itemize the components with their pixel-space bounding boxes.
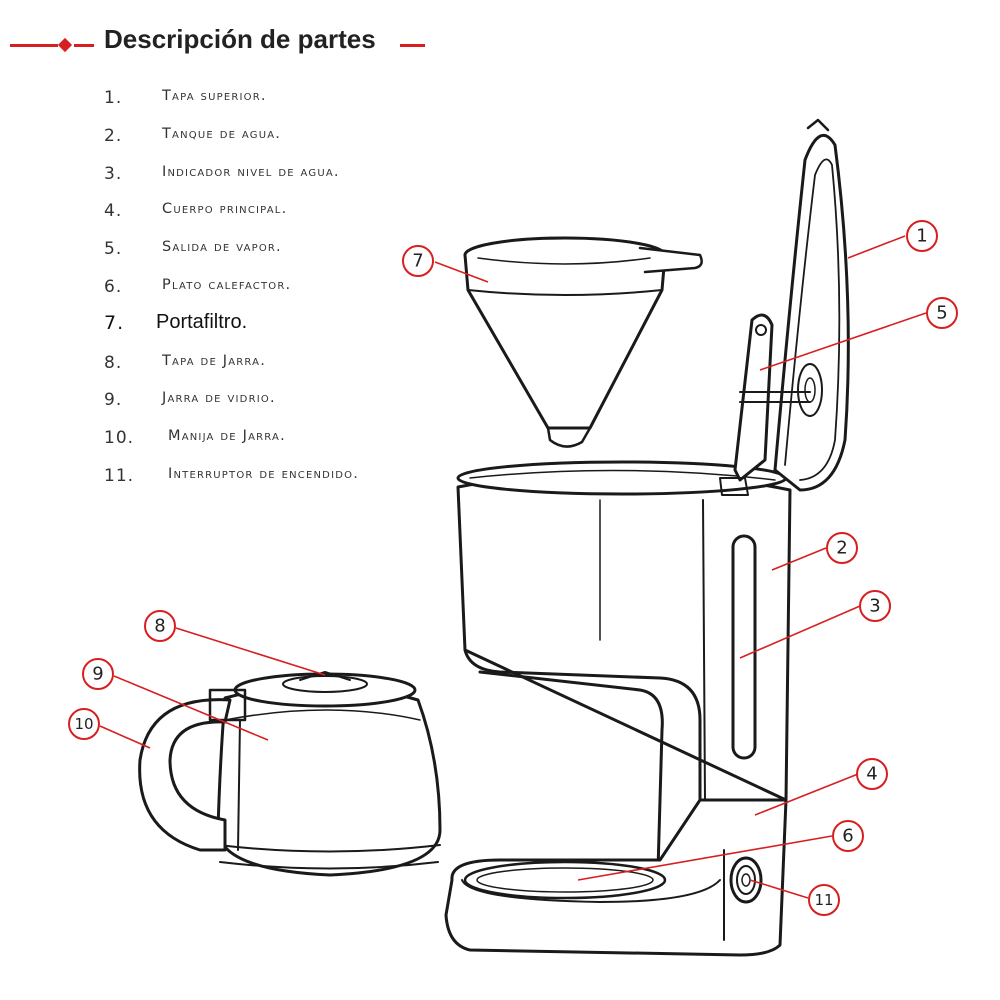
part-label: Tapa de Jarra. [162, 352, 267, 369]
callout-label-2: 2 [836, 538, 847, 559]
part-number: 7. [104, 311, 125, 334]
leader-line-8 [175, 627, 326, 676]
callout-label-9: 9 [92, 664, 103, 685]
callout-circle-3 [859, 590, 891, 622]
callout-circle-6 [832, 820, 864, 852]
leader-line-2 [771, 547, 827, 571]
callout-circle-10 [68, 708, 100, 740]
part-label: Indicador nivel de agua. [162, 163, 340, 180]
section-header: Descripción de partes [0, 18, 1000, 62]
carafe-handle [138, 688, 247, 852]
part-label: Interruptor de encendido. [168, 465, 360, 482]
part-label: Jarra de vidrio. [162, 390, 276, 407]
leader-line-10 [99, 725, 151, 749]
steam-outlet [719, 313, 811, 496]
part-label: Tanque de agua. [162, 125, 282, 142]
leader-line-3 [739, 605, 861, 659]
leader-line-7 [434, 261, 489, 283]
part-number: 2. [104, 125, 123, 146]
power-switch [729, 856, 763, 904]
callout-label-4: 4 [866, 764, 877, 785]
leader-line-4 [754, 773, 859, 816]
header-left-rule [10, 44, 58, 47]
part-number: 1. [104, 88, 123, 108]
part-label: Cuerpo principal. [162, 201, 288, 218]
part-number: 9. [104, 390, 123, 411]
part-number: 3. [104, 163, 123, 184]
part-label: Portafiltro. [156, 310, 248, 333]
callout-label-5: 5 [936, 303, 947, 324]
callout-label-11: 11 [814, 891, 833, 909]
water-level-window [731, 534, 757, 760]
part-label: Tapa superior. [162, 88, 267, 104]
leader-line-9 [113, 675, 269, 741]
part-label: Plato calefactor. [162, 276, 292, 293]
callout-circle-11 [808, 884, 840, 916]
glass-carafe [216, 683, 442, 877]
callout-circle-8 [144, 610, 176, 642]
filter-holder [463, 236, 703, 448]
leader-line-5 [759, 312, 927, 371]
callout-label-10: 10 [74, 715, 93, 733]
leader-line-11 [749, 879, 809, 899]
part-number: 8. [104, 352, 123, 373]
carafe-lid [233, 671, 417, 708]
callout-leaders [99, 235, 927, 899]
base-unit [444, 798, 788, 957]
part-number: 5. [104, 239, 123, 260]
header-right-rule [400, 44, 425, 47]
callout-circle-1 [906, 220, 938, 252]
part-number: 6. [104, 276, 123, 297]
callout-label-8: 8 [154, 616, 165, 637]
part-label: Manija de Jarra. [168, 428, 286, 445]
part-number: 11. [104, 465, 135, 486]
part-number: 10. [104, 428, 135, 449]
leader-line-6 [577, 835, 833, 881]
callout-label-6: 6 [842, 826, 853, 847]
part-label: Salida de vapor. [162, 239, 282, 256]
callout-circle-9 [82, 658, 114, 690]
part-number: 4. [104, 201, 123, 222]
callout-label-7: 7 [412, 251, 423, 272]
callout-label-3: 3 [869, 596, 880, 617]
page-title: Descripción de partes [104, 24, 376, 54]
leader-line-1 [847, 235, 906, 259]
callout-circle-5 [926, 297, 958, 329]
main-body [456, 460, 792, 872]
callout-circle-2 [826, 532, 858, 564]
top-lid [773, 118, 850, 492]
callout-circle-4 [856, 758, 888, 790]
callout-circle-7 [402, 245, 434, 277]
header-left-rule-short [74, 44, 94, 47]
callout-label-1: 1 [916, 226, 927, 247]
